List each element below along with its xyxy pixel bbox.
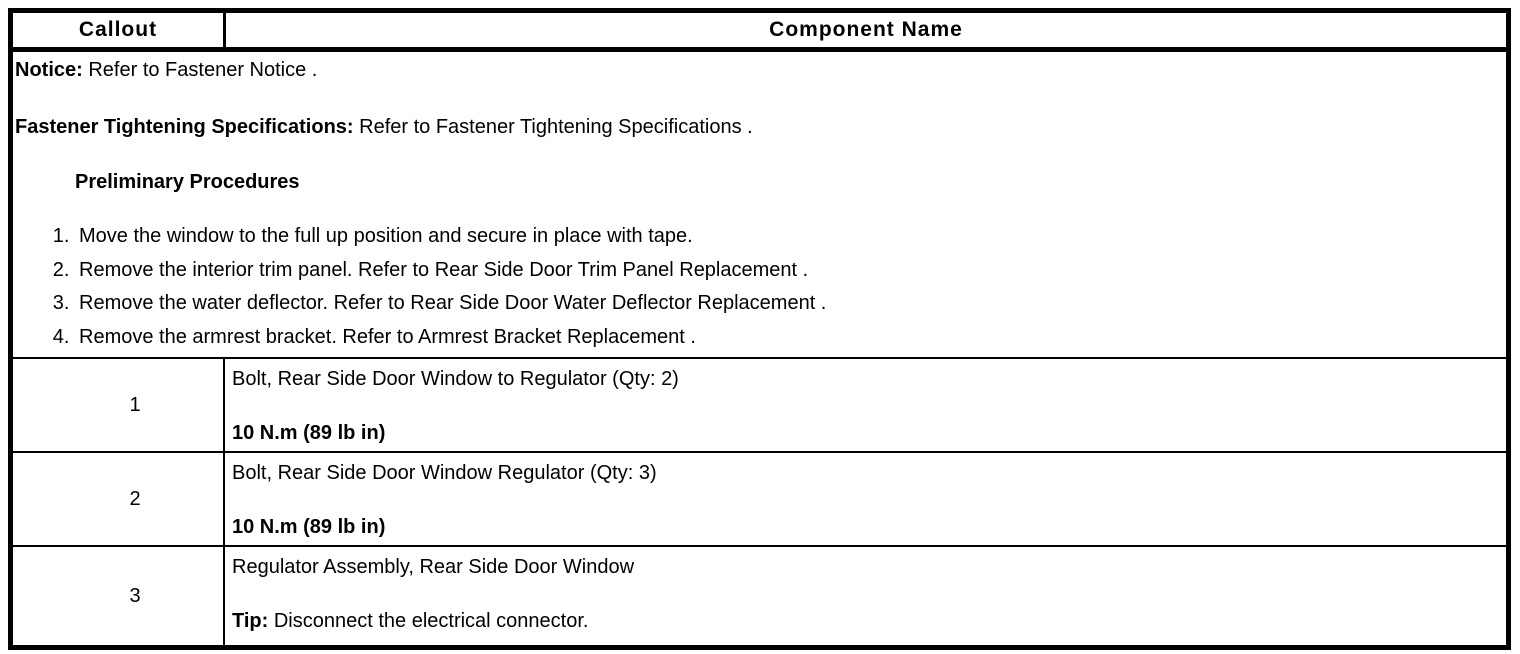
- notice-text: Refer to Fastener Notice .: [82, 59, 318, 81]
- torque-spec: 10 N.m (89 lb in): [232, 422, 386, 444]
- callout-number: 1: [13, 359, 225, 451]
- component-name: Bolt, Rear Side Door Window Regulator (Q…: [232, 462, 657, 484]
- tip-label: Tip:: [232, 610, 269, 632]
- component-detail: Tip: Disconnect the electrical connector…: [232, 609, 1496, 633]
- callout-column-header: Callout: [13, 13, 226, 47]
- component-name-column-header: Component Name: [769, 18, 963, 41]
- component-cell: Bolt, Rear Side Door Window to Regulator…: [225, 359, 1506, 451]
- fastener-notice-line: Notice: Refer to Fastener Notice .: [15, 58, 1494, 82]
- component-cell: Bolt, Rear Side Door Window Regulator (Q…: [225, 453, 1506, 545]
- torque-spec: 10 N.m (89 lb in): [232, 516, 386, 538]
- component-detail: 10 N.m (89 lb in): [232, 515, 1496, 539]
- preliminary-step: Move the window to the full up position …: [75, 220, 1494, 254]
- callout-number: 2: [13, 453, 225, 545]
- fastener-specifications-text: Refer to Fastener Tightening Specificati…: [353, 116, 753, 138]
- notice-label: Notice:: [15, 59, 83, 81]
- preliminary-step: Remove the armrest bracket. Refer to Arm…: [75, 321, 1494, 355]
- component-name: Bolt, Rear Side Door Window to Regulator…: [232, 368, 679, 390]
- fastener-specifications-line: Fastener Tightening Specifications: Refe…: [15, 115, 1494, 139]
- table-row: 3 Regulator Assembly, Rear Side Door Win…: [13, 545, 1506, 645]
- fastener-specifications-label: Fastener Tightening Specifications:: [15, 116, 354, 138]
- table-header-row: Callout Component Name: [13, 13, 1506, 52]
- component-detail-text: Disconnect the electrical connector.: [268, 610, 589, 632]
- preliminary-procedures-list: Move the window to the full up position …: [15, 220, 1494, 354]
- preliminary-step: Remove the interior trim panel. Refer to…: [75, 254, 1494, 288]
- component-callout-table: Callout Component Name Notice: Refer to …: [8, 8, 1511, 650]
- intro-cell: Notice: Refer to Fastener Notice . Faste…: [13, 52, 1506, 357]
- component-detail: 10 N.m (89 lb in): [232, 421, 1496, 445]
- component-name: Regulator Assembly, Rear Side Door Windo…: [232, 556, 635, 578]
- preliminary-step: Remove the water deflector. Refer to Rea…: [75, 287, 1494, 321]
- preliminary-procedures-title: Preliminary Procedures: [75, 171, 300, 193]
- component-cell: Regulator Assembly, Rear Side Door Windo…: [225, 547, 1506, 645]
- table-row: 2 Bolt, Rear Side Door Window Regulator …: [13, 451, 1506, 545]
- callout-number: 3: [13, 547, 225, 645]
- table-row: 1 Bolt, Rear Side Door Window to Regulat…: [13, 357, 1506, 451]
